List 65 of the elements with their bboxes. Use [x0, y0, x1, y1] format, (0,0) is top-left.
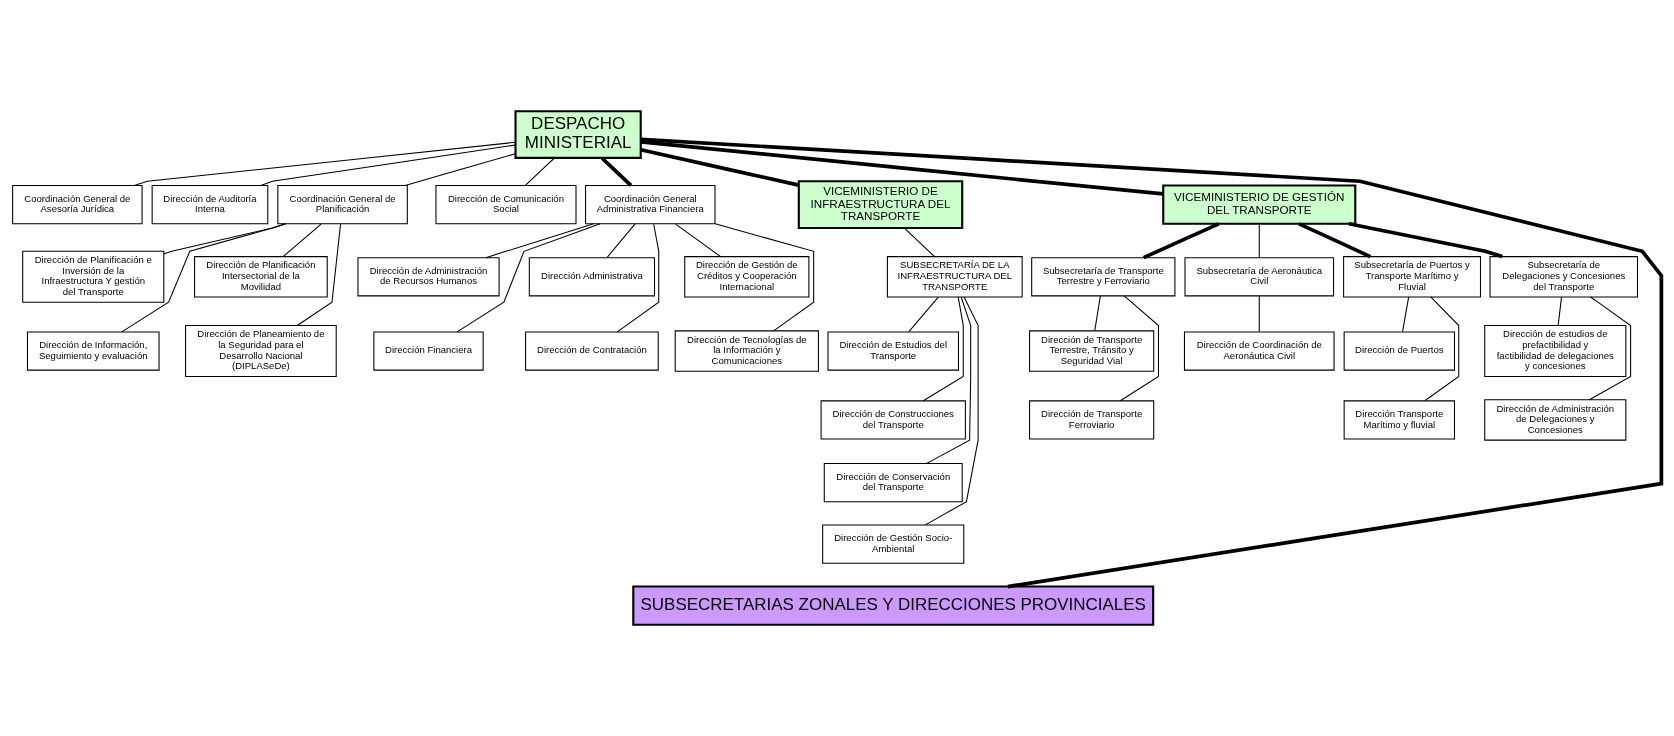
connector	[1298, 222, 1372, 259]
connector	[456, 223, 601, 333]
connector	[1094, 295, 1101, 331]
node-box: Subsecretaría de Puertos y Transporte Marítimo y Fluvial	[1343, 256, 1481, 298]
connector	[121, 223, 287, 333]
node-box: Dirección Administrativa	[528, 257, 656, 297]
connector	[260, 144, 516, 186]
node-box: Dirección de Estudios del Transporte	[827, 331, 959, 371]
connector	[133, 141, 516, 186]
node-box: Dirección de Planificación e Inversión de la Infraestructura Y gestión del Transporte	[22, 250, 165, 303]
connector	[1258, 223, 1260, 258]
node-box: Dirección Transporte Marítimo y fluvial	[1343, 400, 1455, 440]
connector	[922, 296, 964, 402]
connector	[908, 296, 939, 333]
node-box: Dirección de Planeamiento de la Seguridad para el Desarrollo Nacional (DIPLASeDe)	[185, 325, 337, 377]
node-box: Dirección de estudios de prefactibilidad y factibilidad de delegaciones y concesiones	[1484, 325, 1627, 377]
connector	[1402, 296, 1410, 333]
connector	[606, 223, 636, 258]
node-box: Dirección de Comunicación Social	[435, 185, 577, 225]
connector	[282, 223, 322, 257]
node-box: Coordinación General de Asesoría Jurídica	[12, 185, 143, 225]
node-box: Coordinación General Administrativa Financiera	[585, 185, 716, 225]
connector	[1258, 295, 1260, 333]
connector	[903, 227, 935, 257]
node-box: Dirección de Construcciones del Transporte	[820, 400, 966, 440]
connector	[1557, 296, 1563, 326]
connector	[714, 223, 815, 332]
node-box: Subsecretaría de Transporte Terrestre y Ferroviario	[1031, 257, 1176, 297]
node-box: SUBSECRETARIAS ZONALES Y DIRECCIONES PROVINCIALES	[632, 585, 1155, 626]
node-box: Dirección de Puertos	[1343, 331, 1455, 371]
connector	[296, 223, 342, 327]
connector	[1424, 296, 1460, 402]
connector	[404, 153, 516, 186]
connector	[485, 223, 594, 259]
node-box: VICEMINISTERIO DE INFRAESTRUCTURA DEL TRANSPORTE	[797, 180, 964, 229]
connector	[640, 147, 800, 187]
node-box: Dirección de Gestión Socio-Ambiental	[822, 524, 965, 564]
node-box: VICEMINISTERIO DE GESTIÓN DEL TRANSPORTE	[1162, 184, 1357, 225]
node-box: Dirección de Contratación	[525, 331, 659, 371]
node-box: Dirección de Información, Seguimiento y evaluación	[26, 331, 160, 371]
node-box: Dirección de Coordinación de Aeronáutica Civil	[1183, 331, 1335, 371]
connector	[675, 223, 721, 257]
connector	[925, 296, 979, 526]
node-box: Dirección de Conservación del Transporte	[823, 462, 963, 503]
connector	[600, 156, 633, 187]
connector	[640, 140, 1164, 196]
connector	[1142, 222, 1220, 260]
node-box: Dirección Financiera	[373, 331, 484, 371]
connector	[1588, 296, 1632, 401]
node-box: Dirección de Transporte Ferroviario	[1029, 400, 1155, 440]
node-box: Subsecretaría de Aeronáutica Civil	[1184, 257, 1335, 297]
node-box: Dirección de Auditoría Interna	[151, 185, 269, 225]
node-box: Dirección de Transporte Terrestre, Tránsito y Seguridad Vial	[1029, 330, 1155, 372]
node-box: Dirección de Administración de Recursos Humanos	[357, 257, 500, 297]
connector	[1348, 221, 1503, 259]
node-box: SUBSECRETARÍA DE LA INFRAESTRUCTURA DEL TRANSPORTE	[886, 256, 1023, 298]
node-box: DESPACHO MINISTERIAL	[514, 110, 642, 159]
connector	[524, 157, 555, 186]
node-box: Dirección de Administración de Delegaciones y Concesiones	[1484, 399, 1627, 441]
node-box: Coordinación General de Planificación	[277, 185, 408, 225]
node-box: Dirección de Gestión de Créditos y Cooperación Internacional	[684, 256, 810, 298]
node-box: Dirección de Tecnologías de la Información y Comunicaciones	[674, 330, 819, 372]
node-box: Subsecretaría de Delegaciones y Concesiones del Transporte	[1489, 256, 1639, 298]
node-box: Dirección de Planificación Intersectorial de la Movilidad	[194, 256, 328, 298]
connector	[616, 223, 660, 333]
